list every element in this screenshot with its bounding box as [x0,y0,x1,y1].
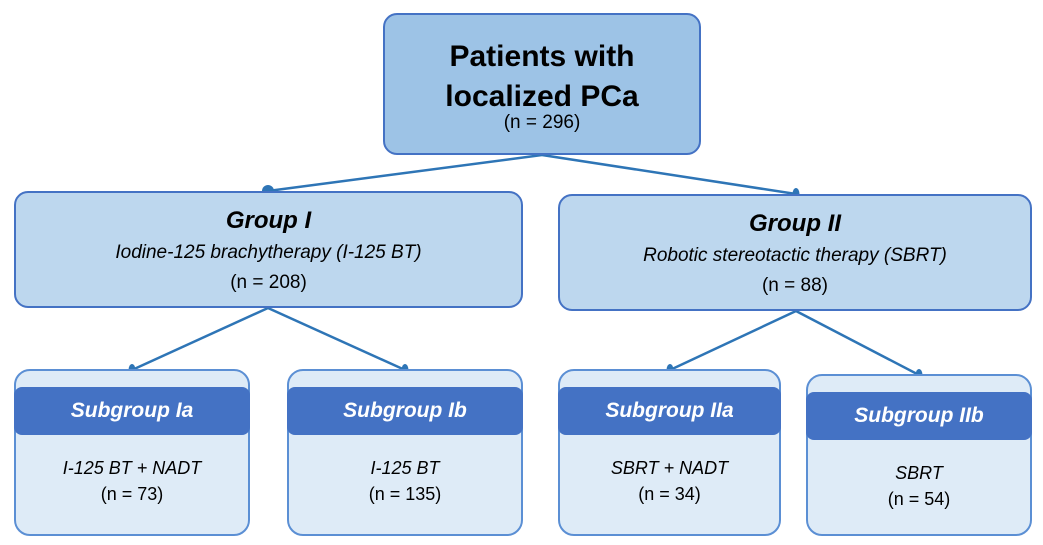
connector-root-group-i [267,153,543,193]
subgroup-iib-node: Subgroup IIb SBRT (n = 54) [806,374,1032,536]
subgroup-ib-node: Subgroup Ib I-125 BT (n = 135) [287,369,523,536]
subgroup-iia-node: Subgroup IIa SBRT + NADT (n = 34) [558,369,781,536]
subgroup-iib-treatment: SBRT [895,463,943,483]
group-i-node: Group I Iodine-125 brachytherapy (I-125 … [14,191,523,308]
group-ii-node: Group II Robotic stereotactic therapy (S… [558,194,1032,311]
root-title-line2: localized PCa [445,80,639,113]
subgroup-iia-treatment: SBRT + NADT [610,458,729,478]
connector-group-i-subgroup-ib [267,306,406,372]
connector-group-ii-subgroup-iia [669,309,797,372]
root-node: Patients with localized PCa (n = 296) [383,13,701,155]
subgroup-ia-node: Subgroup Ia I-125 BT + NADT (n = 73) [14,369,250,536]
group-i-subtitle: Iodine-125 brachytherapy (I-125 BT) [115,242,422,263]
group-i-count: (n = 208) [230,272,307,293]
group-ii-subtitle: Robotic stereotactic therapy (SBRT) [643,245,947,266]
connector-group-ii-subgroup-iib [795,309,920,377]
connector-group-i-subgroup-ia [131,306,269,372]
root-title: Patients with localized PCa [385,37,699,117]
subgroup-iia-header: Subgroup IIa [558,387,781,435]
root-count: (n = 296) [503,112,581,133]
subgroup-iib-count: (n = 54) [887,489,951,509]
subgroup-iia-count: (n = 34) [638,484,701,504]
subgroup-ia-header: Subgroup Ia [14,387,250,435]
connector-root-group-ii [541,153,797,196]
subgroup-ib-treatment: I-125 BT [370,458,440,478]
subgroup-ib-header: Subgroup Ib [287,387,523,435]
group-ii-title: Group II [749,210,841,237]
root-title-line1: Patients with [449,40,635,73]
subgroup-ia-count: (n = 73) [100,484,164,504]
subgroup-iib-header: Subgroup IIb [806,392,1032,440]
group-ii-count: (n = 88) [761,275,828,296]
subgroup-ib-count: (n = 135) [368,484,442,504]
subgroup-ia-treatment: I-125 BT + NADT [62,458,202,478]
group-i-title: Group I [225,207,312,234]
